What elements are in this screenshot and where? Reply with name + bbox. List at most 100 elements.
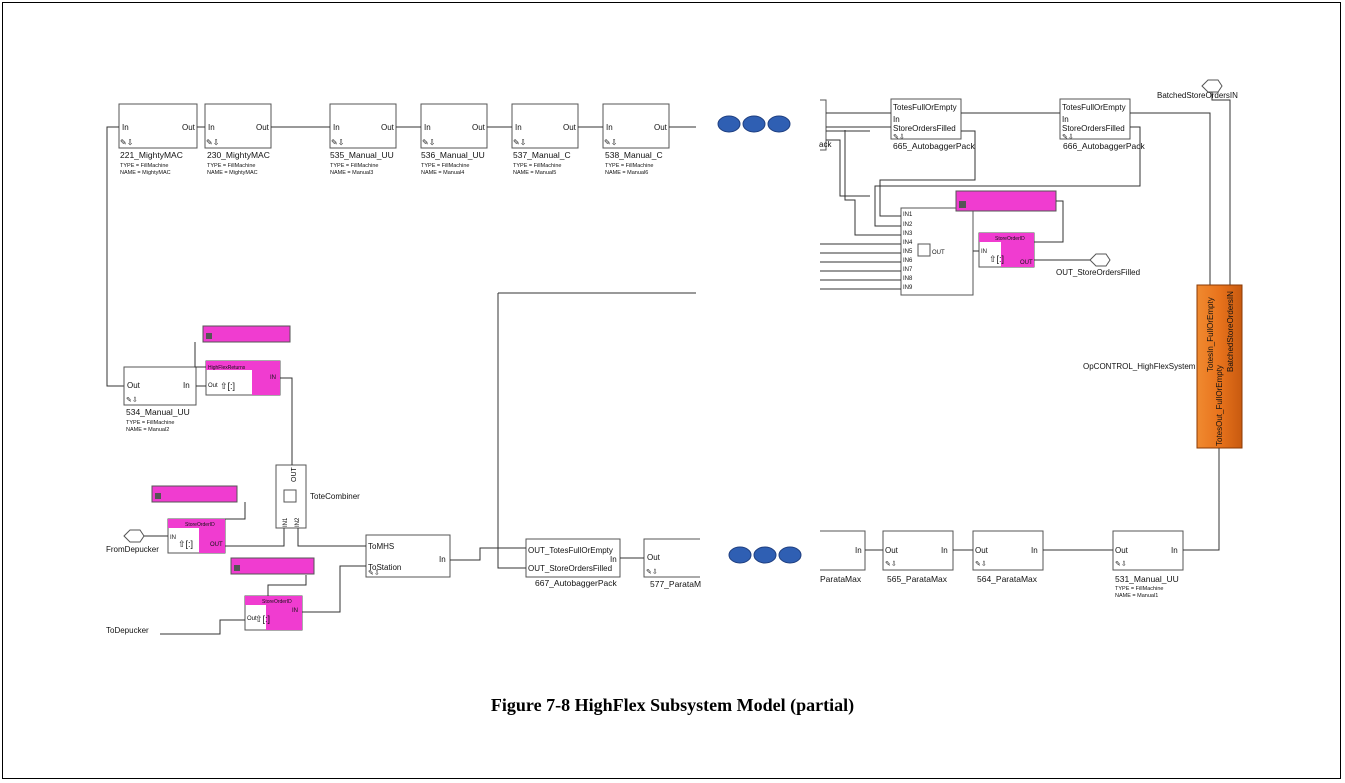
block-nm: NAME = MightyMAC (207, 170, 258, 176)
block-name: 577_ParataM (650, 579, 701, 589)
opcontrol-highflex-system[interactable]: TotesIn_FullOrEmpty BatchedStoreOrdersIN… (1083, 284, 1243, 449)
note-icon (234, 565, 240, 571)
port-in3: IN3 (903, 231, 913, 237)
port-out: Out (563, 123, 577, 132)
block-536-manual[interactable]: In Out ✎⇩ 536_Manual_UU TYPE = FillMachi… (420, 103, 488, 176)
block-666-autobagger[interactable]: TotesFullOrEmpty In StoreOrdersFilled ✎⇩… (1059, 98, 1146, 151)
block-534-manual[interactable]: Out In ✎⇩ 534_Manual_UU TYPE = FillMachi… (123, 366, 197, 433)
figure-caption: Figure 7-8 HighFlex Subsystem Model (par… (490, 695, 855, 715)
block-name: 666_AutobaggerPack (1063, 141, 1146, 151)
block-nm: NAME = Manual4 (421, 170, 464, 176)
batched-store-orders-in-port[interactable]: BatchedStoreOrdersIN (1157, 79, 1238, 100)
port-in1: IN1 (283, 517, 289, 527)
top-right-section: ack TotesFullOrEmpty In StoreOrdersFille… (497, 79, 1238, 540)
partial-block-label: ack (819, 140, 832, 149)
port-in5: IN5 (903, 249, 913, 255)
block-name: 536_Manual_UU (421, 150, 485, 160)
block-535-manual[interactable]: In Out ✎⇩ 535_Manual_UU TYPE = FillMachi… (329, 103, 397, 176)
block-537-manual[interactable]: In Out ✎⇩ 537_Manual_C TYPE = FillMachin… (511, 103, 579, 176)
to-depucker-label: ToDepucker (106, 626, 149, 635)
block-name: 665_AutobaggerPack (893, 141, 976, 151)
store-orders-combiner-block[interactable]: IN1 IN2 IN3 IN4 IN5 IN6 IN7 IN8 IN9 OUT (900, 207, 974, 296)
port-in2: IN2 (903, 222, 913, 228)
store-order-id-label: StoreOrderID (262, 599, 292, 605)
batched-store-orders-label: BatchedStoreOrdersIN (1157, 91, 1238, 100)
edit-pencil-icon: ✎⇩ (422, 138, 435, 147)
block-partial-paratamax[interactable]: In ParataMax (820, 530, 866, 584)
port-in: In (424, 123, 431, 132)
from-depucker-label: FromDepucker (106, 545, 159, 554)
store-order-id-label: StoreOrderID (185, 522, 215, 528)
block-type: TYPE = FillMachine (207, 163, 255, 169)
port-in: In (515, 123, 522, 132)
port-in: In (606, 123, 613, 132)
port-out: Out (247, 616, 257, 622)
block-577-parata[interactable]: Out ✎⇩ 577_ParataM (643, 538, 701, 589)
store-order-icon: ⇧[:] (989, 254, 1004, 264)
block-type: TYPE = FillMachine (513, 163, 561, 169)
port-out: Out (647, 553, 661, 562)
port-in: In (122, 123, 129, 132)
port-in: In (893, 115, 900, 124)
bottom-right-row: In ParataMax Out In ✎⇩ 565_ParataMax Out… (820, 448, 1220, 599)
block-name: 531_Manual_UU (1115, 574, 1179, 584)
left-wiring (144, 342, 644, 635)
block-name: 564_ParataMax (977, 574, 1038, 584)
port-in2: IN2 (295, 517, 301, 527)
store-order-id-block-from[interactable]: StoreOrderID IN OUT ⇧[:] (167, 518, 226, 554)
port-to-mhs: ToMHS (368, 542, 394, 551)
port-out: Out (182, 123, 196, 132)
port-to-station: ToStation (368, 563, 401, 572)
block-564-paratamax[interactable]: Out In ✎⇩ 564_ParataMax (972, 530, 1044, 584)
edit-pencil-icon: ✎⇩ (646, 568, 658, 576)
block-type: TYPE = FillMachine (1115, 586, 1163, 592)
edit-pencil-icon: ✎⇩ (368, 569, 380, 577)
block-221-mightymac[interactable]: In Out ✎⇩ 221_MightyMAC TYPE = FillMachi… (118, 103, 198, 176)
ellipsis-top (717, 115, 791, 133)
block-531-manual[interactable]: Out In ✎⇩ 531_Manual_UU TYPE = FillMachi… (1112, 530, 1184, 599)
block-665-autobagger[interactable]: TotesFullOrEmpty In StoreOrdersFilled ✎⇩… (890, 98, 976, 151)
mhs-station-block[interactable]: ToMHS ToStation In ✎⇩ (365, 534, 451, 578)
port-in: IN (981, 249, 987, 255)
magenta-note-to-depucker (230, 557, 315, 575)
port-totes-out: TotesOut_FullOrEmpty (1215, 365, 1224, 446)
port-in4: IN4 (903, 240, 913, 246)
returns-icon: ⇧[:] (220, 381, 235, 391)
block-667-autobagger[interactable]: OUT_TotesFullOrEmpty In OUT_StoreOrdersF… (525, 538, 621, 588)
block-name: 565_ParataMax (887, 574, 948, 584)
note-icon (206, 333, 212, 339)
port-out: Out (1115, 546, 1129, 555)
note-icon (959, 201, 966, 208)
port-out: Out (256, 123, 270, 132)
port-out: OUT (1020, 260, 1033, 266)
port-in: IN (292, 608, 298, 614)
store-order-id-block-right[interactable]: StoreOrderID IN OUT ⇧[:] (978, 232, 1035, 268)
port-in: In (183, 381, 190, 390)
ellipsis-bottom (728, 546, 802, 564)
out-store-orders-filled-port[interactable]: OUT_StoreOrdersFilled (1056, 253, 1140, 277)
port-out-filled: OUT_StoreOrdersFilled (528, 564, 612, 573)
edit-pencil-icon: ✎⇩ (206, 138, 219, 147)
port-filled: StoreOrdersFilled (1062, 124, 1125, 133)
port-batched-in: BatchedStoreOrdersIN (1226, 291, 1235, 372)
block-type: TYPE = FillMachine (605, 163, 653, 169)
port-out: Out (654, 123, 668, 132)
port-in: In (610, 555, 617, 564)
block-name: 667_AutobaggerPack (535, 578, 618, 588)
block-538-manual[interactable]: In Out ✎⇩ 538_Manual_C TYPE = FillMachin… (602, 103, 670, 176)
block-565-paratamax[interactable]: Out In ✎⇩ 565_ParataMax (882, 530, 954, 584)
edit-pencil-icon: ✎⇩ (975, 560, 987, 568)
block-type: TYPE = FillMachine (330, 163, 378, 169)
block-name: 535_Manual_UU (330, 150, 394, 160)
store-order-id-block-to[interactable]: StoreOrderID Out IN ⇧[:] (244, 595, 303, 631)
port-in: In (333, 123, 340, 132)
store-order-id-label: StoreOrderID (995, 236, 1025, 242)
block-nm: NAME = Manual6 (605, 170, 648, 176)
tote-combiner-block[interactable]: OUT IN1 IN2 ToteCombiner (275, 464, 360, 529)
from-depucker-port[interactable]: FromDepucker (106, 529, 159, 554)
port-in8: IN8 (903, 276, 913, 282)
highflex-returns-block[interactable]: HighFlexReturns Out IN ⇧[:] (205, 360, 281, 396)
block-230-mightymac[interactable]: In Out ✎⇩ 230_MightyMAC TYPE = FillMachi… (204, 103, 272, 176)
block-nm: NAME = Manual2 (126, 427, 169, 433)
